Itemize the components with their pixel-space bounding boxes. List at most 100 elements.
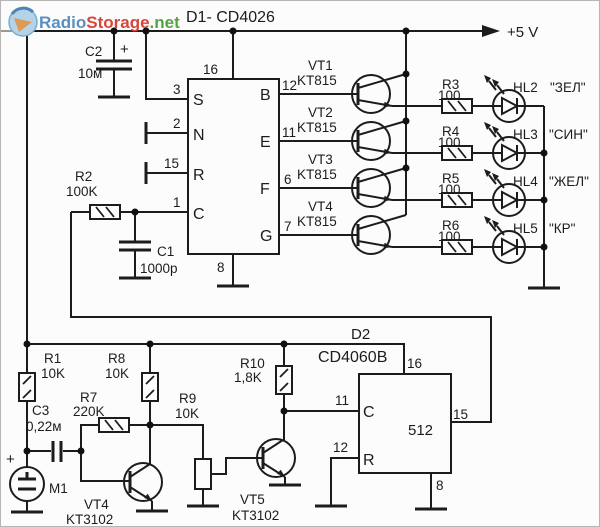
vt4-top-ref: VT4 bbox=[308, 199, 333, 214]
hl3-color-label: "СИН" bbox=[549, 127, 588, 142]
d1-pin-s: S bbox=[193, 92, 204, 109]
c3-ref: C3 bbox=[32, 403, 49, 418]
r6-value: 100 bbox=[438, 229, 461, 244]
d1-pin-g: G bbox=[260, 228, 272, 245]
ground-symbols bbox=[9, 95, 562, 514]
ic-d1-body bbox=[187, 78, 280, 255]
r8-value: 10K bbox=[105, 366, 129, 381]
hl5-ref: HL5 bbox=[513, 221, 538, 236]
r3-ref: R3 bbox=[442, 77, 459, 92]
ic-d2-part: CD4060B bbox=[318, 349, 387, 366]
c2-polarity: + bbox=[120, 41, 129, 58]
logo-part-radio: Radio bbox=[39, 13, 86, 32]
hl4-ref: HL4 bbox=[513, 174, 538, 189]
transistor-vt3-symbol bbox=[350, 166, 408, 209]
d1-pin16-num: 16 bbox=[203, 62, 218, 77]
m1-inner bbox=[18, 472, 36, 491]
resistor-r8-symbol bbox=[141, 372, 159, 402]
d1-pin-c: C bbox=[193, 206, 205, 223]
r10-ref: R10 bbox=[240, 356, 265, 371]
d1-pin8-num: 8 bbox=[217, 260, 225, 275]
vt3-ref: VT3 bbox=[308, 152, 333, 167]
hl4-color-label: "ЖЕЛ" bbox=[549, 174, 589, 189]
wire-r9-wiper bbox=[211, 457, 263, 475]
c3-plates bbox=[51, 441, 63, 462]
c2-ref: C2 bbox=[85, 44, 102, 59]
r9-value: 10K bbox=[175, 406, 199, 421]
vt2-ref: VT2 bbox=[308, 105, 333, 120]
d1-pin7-num: 7 bbox=[284, 219, 292, 234]
d1-pin6-num: 6 bbox=[284, 172, 292, 187]
vt4-bottom-part: KT3102 bbox=[66, 512, 113, 527]
wire-vt4b-base bbox=[80, 451, 130, 482]
transistor-vt4-bottom-symbol bbox=[122, 461, 164, 503]
hl2-ref: HL2 bbox=[513, 80, 538, 95]
r8-ref: R8 bbox=[108, 351, 125, 366]
d2-pin8-num: 8 bbox=[436, 478, 444, 493]
m1-polarity: + bbox=[6, 451, 15, 468]
d2-pin16-num: 16 bbox=[407, 356, 422, 371]
resistor-r7-symbol bbox=[98, 417, 130, 433]
r9-ref: R9 bbox=[179, 391, 196, 406]
wire-d1-output-bases bbox=[279, 93, 358, 236]
m1-ref: M1 bbox=[49, 481, 68, 496]
d1-pin11-num: 11 bbox=[282, 125, 296, 140]
d1-pin15-num: 15 bbox=[164, 156, 179, 171]
r6-ref: R6 bbox=[442, 218, 459, 233]
hl3-ref: HL3 bbox=[513, 127, 538, 142]
vt5-part: KT3102 bbox=[232, 508, 279, 523]
c1-value: 1000p bbox=[140, 261, 178, 276]
r10-value: 1,8K bbox=[234, 370, 262, 385]
vt1-part: KT815 bbox=[297, 73, 337, 88]
logo-part-net: .net bbox=[150, 13, 181, 32]
c3-value: 0,22м bbox=[26, 419, 62, 434]
resistor-r2-symbol bbox=[89, 204, 121, 220]
vt2-part: KT815 bbox=[297, 120, 337, 135]
logo-part-storage: Storage bbox=[86, 13, 149, 32]
ic-d2-body bbox=[358, 373, 452, 474]
d2-pin15-num: 15 bbox=[453, 407, 468, 422]
c2-plates bbox=[96, 59, 132, 71]
d2-pin12-num: 12 bbox=[333, 440, 348, 455]
d1-pin-b: B bbox=[260, 87, 271, 104]
resistor-r9-symbol bbox=[194, 458, 212, 490]
d2-pin-c: C bbox=[363, 404, 375, 421]
transistor-vt5-symbol bbox=[255, 437, 297, 479]
d1-pin-f: F bbox=[260, 181, 270, 198]
hl2-color-label: "ЗЕЛ" bbox=[550, 80, 586, 95]
wire-r7-left-lead bbox=[80, 424, 99, 451]
ic-d2-ref: D2 bbox=[351, 326, 370, 343]
vt5-ref: VT5 bbox=[240, 492, 265, 507]
d2-output-name: 512 bbox=[408, 422, 433, 439]
r4-value: 100 bbox=[438, 135, 461, 150]
d1-pin-e: E bbox=[260, 134, 271, 151]
wire-512-feedback bbox=[70, 212, 492, 423]
logo-arrow-icon bbox=[14, 18, 32, 32]
d1-pin12-num: 12 bbox=[282, 78, 297, 93]
transistor-vt2-symbol bbox=[350, 119, 408, 162]
d1-pin-n: N bbox=[193, 127, 205, 144]
r7-ref: R7 bbox=[80, 390, 97, 405]
r7-value: 220K bbox=[73, 404, 105, 419]
logo-text: RadioStorage.net bbox=[39, 13, 180, 32]
r2-value: 100K bbox=[66, 184, 98, 199]
r1-value: 10K bbox=[41, 366, 65, 381]
microphone-m1-symbol bbox=[9, 466, 45, 502]
resistor-r1-symbol bbox=[18, 372, 36, 402]
d2-pin-r: R bbox=[363, 452, 375, 469]
r1-ref: R1 bbox=[44, 351, 61, 366]
c2-value: 10м bbox=[78, 66, 102, 81]
r5-ref: R5 bbox=[442, 171, 459, 186]
d1-pin2-num: 2 bbox=[173, 116, 181, 131]
transistor-vt4-top-symbol bbox=[350, 213, 408, 256]
wire-d1-n-r-pins bbox=[146, 132, 188, 174]
power-label: +5 V bbox=[507, 24, 538, 41]
r2-ref: R2 bbox=[75, 169, 92, 184]
junction-dots bbox=[23, 27, 548, 455]
wire-d1-s-pin bbox=[145, 31, 188, 100]
resistor-r10-symbol bbox=[275, 365, 293, 395]
vt4-top-part: KT815 bbox=[297, 214, 337, 229]
d1-pin3-num: 3 bbox=[173, 82, 181, 97]
